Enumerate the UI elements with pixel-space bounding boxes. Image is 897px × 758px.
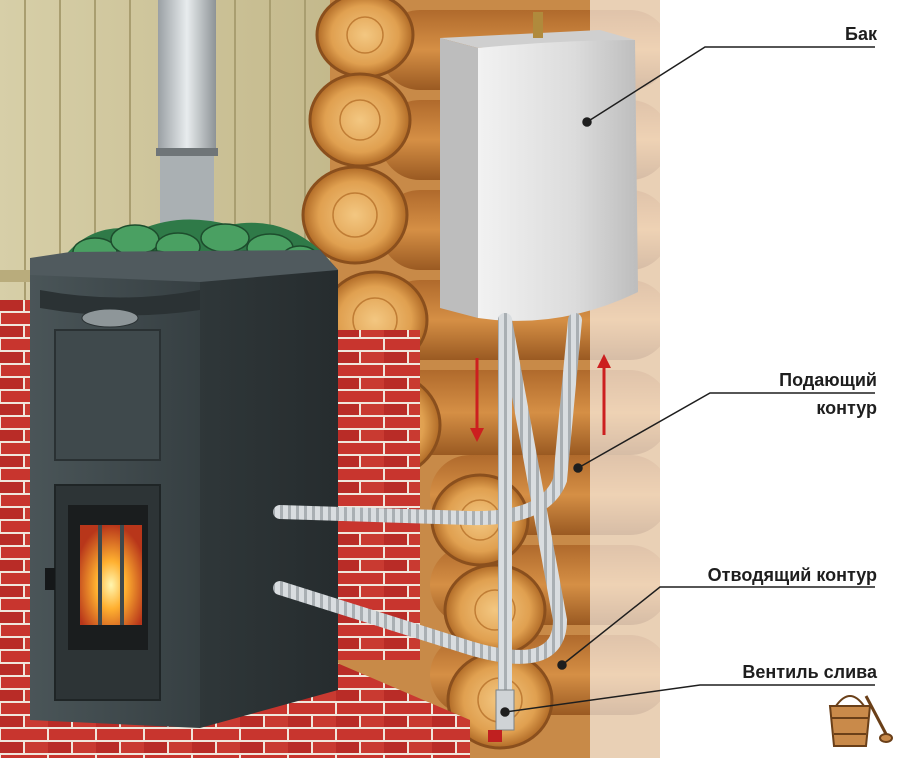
arrow-up-icon [597, 354, 611, 435]
label-return-line: Отводящий контур [707, 565, 877, 585]
water-tank [440, 12, 638, 321]
arrow-down-icon [470, 358, 484, 442]
pipes [273, 313, 582, 742]
flow-arrows [470, 354, 611, 442]
fire-icon [80, 525, 142, 625]
label-supply-line: Подающий [779, 370, 877, 390]
leader-lines [500, 46, 875, 717]
chimney-pipe [156, 0, 218, 240]
label-tank: Бак [845, 24, 877, 44]
stove [30, 250, 338, 728]
bucket-ladle-icon [828, 695, 893, 747]
label-drain-valve: Вентиль слива [742, 662, 877, 682]
label-supply-line-2: контур [816, 398, 877, 418]
